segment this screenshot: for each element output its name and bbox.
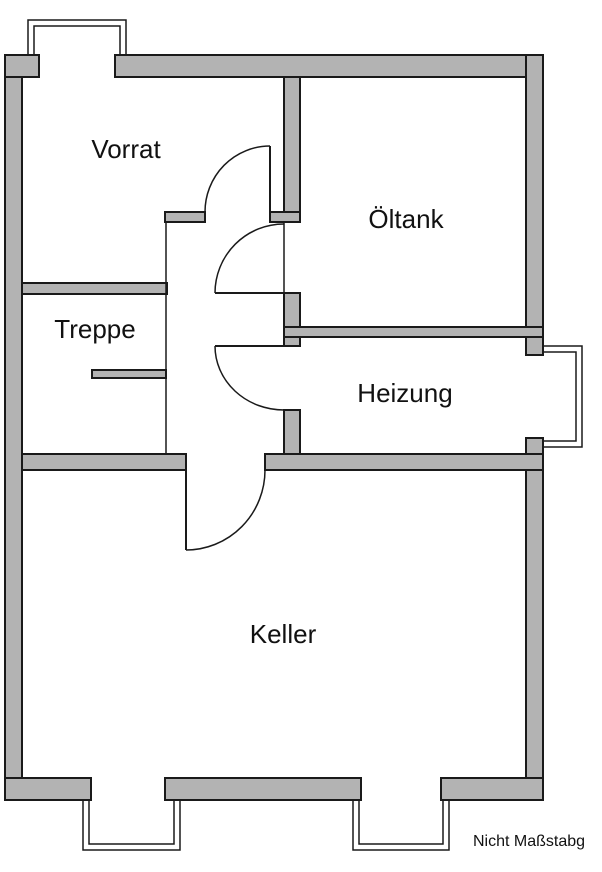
wall-vorrat-stub-2 xyxy=(269,211,301,223)
wall-bottom-2 xyxy=(164,777,362,801)
wall-keller-top-right xyxy=(264,453,544,471)
window-right xyxy=(543,345,583,448)
wall-vorrat-oeltank xyxy=(283,76,301,221)
wall-bottom-3 xyxy=(440,777,544,801)
wall-oeltank-heizung xyxy=(283,326,544,338)
door-heizung xyxy=(214,345,285,411)
wall-outer-left xyxy=(4,54,23,801)
wall-vorrat-bottom xyxy=(21,282,168,295)
wall-outer-right-top xyxy=(525,54,544,356)
window-top xyxy=(27,19,127,55)
door-vorrat xyxy=(204,145,271,213)
door-keller xyxy=(185,469,266,551)
stair-rail xyxy=(91,369,167,379)
wall-keller-top-left xyxy=(21,453,187,471)
wall-vorrat-stub xyxy=(164,211,206,223)
wall-oeltank-left xyxy=(283,292,301,347)
room-label-heizung: Heizung xyxy=(357,378,452,408)
window-bottom-left xyxy=(82,800,181,851)
wall-outer-right-bottom xyxy=(525,437,544,801)
wall-heizung-left xyxy=(283,409,301,455)
room-label-oeltank: Öltank xyxy=(368,204,444,234)
room-label-keller: Keller xyxy=(250,619,317,649)
room-label-vorrat: Vorrat xyxy=(91,134,161,164)
window-bottom-right xyxy=(352,800,450,851)
wall-top-right xyxy=(114,54,544,78)
room-label-treppe: Treppe xyxy=(54,314,135,344)
wall-top-left xyxy=(4,54,40,78)
door-oeltank xyxy=(214,223,285,294)
wall-bottom-1 xyxy=(4,777,92,801)
scale-note: Nicht Maßstabg xyxy=(473,833,585,850)
